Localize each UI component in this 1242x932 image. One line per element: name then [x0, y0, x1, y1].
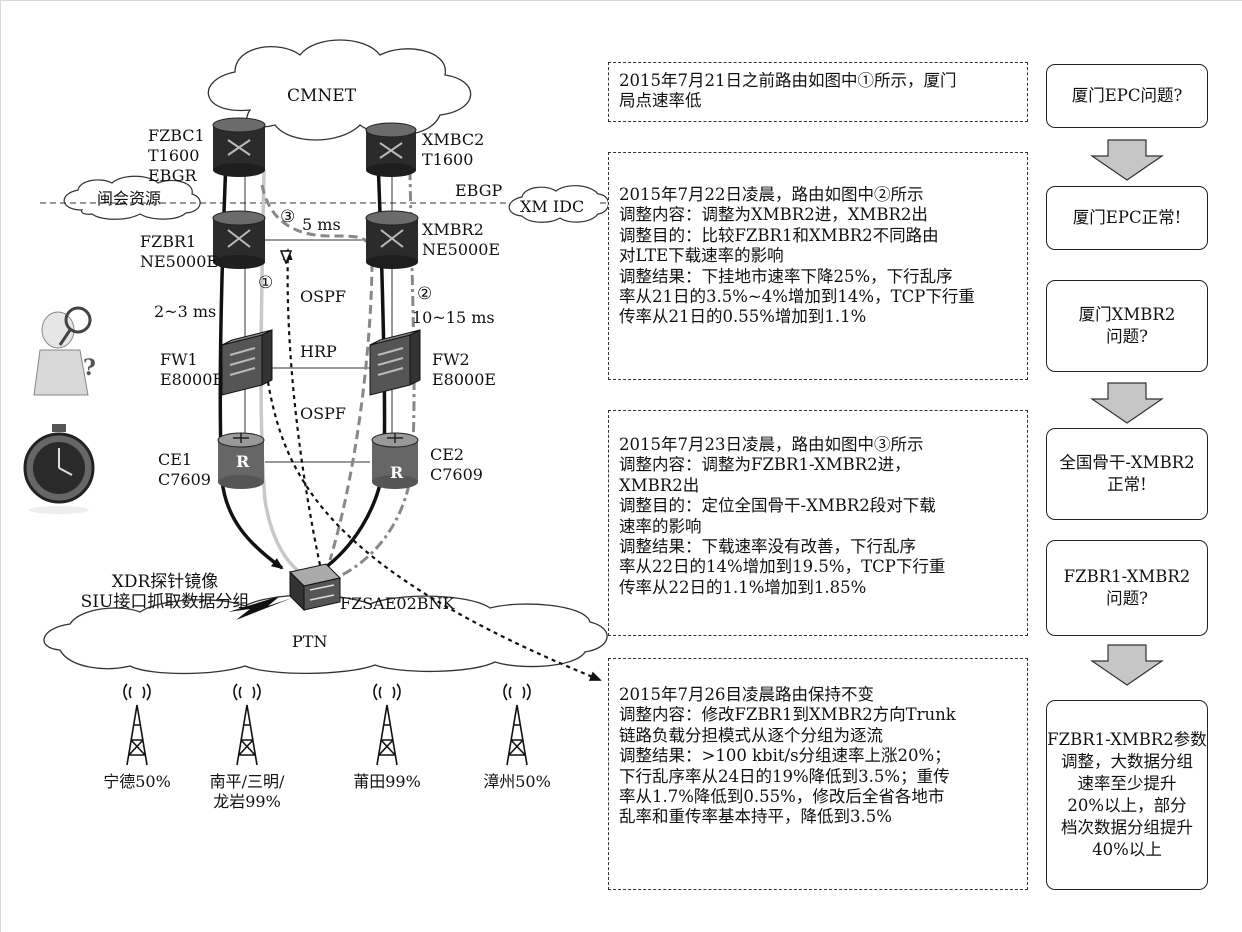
step-xiamen-epc-question: 厦门EPC问题? — [1046, 64, 1208, 128]
hrp-label: HRP — [300, 342, 337, 361]
minhui-label: 闽会资源 — [97, 189, 162, 208]
note-text: 2015年7月22日凌晨，路由如图中②所示 调整内容：调整为XMBR2进，XMB… — [619, 185, 975, 327]
note-text: 2015年7月23日凌晨，路由如图中③所示 调整内容：调整为FZBR1-XMBR… — [619, 435, 946, 597]
router-fzbr1-icon — [212, 210, 266, 269]
lightning-icon — [228, 596, 292, 620]
cmnet-label: CMNET — [287, 86, 357, 106]
xdr-probe-label: XDR探针镜像 SIU接口抓取数据分组 — [80, 572, 250, 612]
route-3-marker: ③ — [280, 207, 296, 227]
fw1-label: FW1 E8000E — [160, 350, 225, 389]
step-xiamen-epc-normal: 厦门EPC正常! — [1046, 186, 1208, 250]
fw2-label: FW2 E8000E — [432, 350, 497, 389]
tower-nanping-label: 南平/三明/ 龙岩99% — [209, 772, 285, 811]
tower-nanping-icon — [233, 683, 261, 766]
ce1-label: CE1 C7609 — [158, 450, 211, 489]
down-arrow-icon — [1090, 644, 1164, 686]
step-backbone-normal: 全国骨干-XMBR2 正常! — [1046, 428, 1208, 520]
xmbc2-label: XMBC2 T1600 — [422, 130, 485, 169]
tower-putian-icon — [373, 683, 401, 766]
fzsae-switch-icon — [289, 563, 341, 612]
ospf-bottom-label: OSPF — [300, 404, 346, 423]
delay-10-15ms-label: 10~15 ms — [412, 308, 495, 327]
frame-left-border — [0, 0, 1, 932]
firewall-fw2-icon — [369, 329, 421, 396]
router-xmbc2-icon — [365, 122, 417, 177]
router-fzbc1-icon — [212, 117, 266, 177]
note-text: 2015年7月21日之前路由如图中①所示，厦门 局点速率低 — [619, 71, 957, 111]
note-text: 2015年7月26目凌晨路由保持不变 调整内容：修改FZBR1到XMBR2方向T… — [619, 685, 956, 827]
down-arrow-icon — [1090, 382, 1164, 424]
investigator-figure-icon — [33, 306, 92, 396]
xmidc-cloud — [508, 185, 610, 223]
delay-2-3ms-label: 2~3 ms — [154, 302, 217, 321]
frame-top-border — [0, 0, 1242, 1]
ptn-cloud — [43, 594, 608, 675]
tower-zhangzhou-icon — [503, 683, 531, 766]
tower-putian-label: 莆田99% — [353, 772, 421, 791]
ce1-router-glyph: R — [236, 452, 250, 471]
cmnet-cloud — [207, 39, 472, 141]
fzbr1-label: FZBR1 NE5000E — [140, 232, 219, 271]
ce2-label: CE2 C7609 — [430, 445, 483, 484]
firewall-fw1-icon — [221, 329, 273, 396]
note-box-jul23: 2015年7月23日凌晨，路由如图中③所示 调整内容：调整为FZBR1-XMBR… — [608, 410, 1028, 636]
ce2-router-icon — [371, 432, 419, 489]
note-box-jul22: 2015年7月22日凌晨，路由如图中②所示 调整内容：调整为XMBR2进，XMB… — [608, 152, 1028, 380]
tower-zhangzhou-label: 漳州50% — [483, 772, 551, 791]
xmidc-label: XM IDC — [520, 197, 585, 216]
delay-5ms-label: 5 ms — [302, 215, 341, 234]
ospf-top-label: OSPF — [300, 287, 346, 306]
fzbc1-label: FZBC1 T1600 EBGR — [148, 126, 205, 185]
fzsae-label: FZSAE02BNK — [340, 594, 455, 613]
step-xmbr2-question: 厦门XMBR2 问题? — [1046, 280, 1208, 372]
down-arrow-icon — [1090, 139, 1164, 181]
ce2-router-glyph: R — [390, 463, 404, 482]
step-fzbr1-xmbr2-question: FZBR1-XMBR2 问题? — [1046, 540, 1208, 636]
ptn-label: PTN — [292, 632, 328, 651]
stopwatch-icon — [23, 424, 95, 514]
tower-ningde-label: 宁德50% — [103, 772, 171, 791]
step-parameter-adjustment: FZBR1-XMBR2参数 调整，大数据分组 速率至少提升 20%以上，部分 档… — [1046, 700, 1208, 890]
note-box-jul21: 2015年7月21日之前路由如图中①所示，厦门 局点速率低 — [608, 62, 1028, 122]
tower-ningde-icon — [123, 683, 151, 766]
route-1-marker: ① — [258, 273, 274, 293]
ce1-router-icon — [217, 432, 265, 489]
ebgp-label: EBGP — [455, 181, 503, 200]
minhui-cloud — [63, 175, 201, 220]
note-box-jul26: 2015年7月26目凌晨路由保持不变 调整内容：修改FZBR1到XMBR2方向T… — [608, 658, 1028, 890]
router-xmbr2-icon — [365, 210, 419, 269]
question-mark: ? — [83, 355, 96, 381]
route-2-marker: ② — [417, 284, 433, 304]
xmbr2-label: XMBR2 NE5000E — [422, 220, 501, 259]
